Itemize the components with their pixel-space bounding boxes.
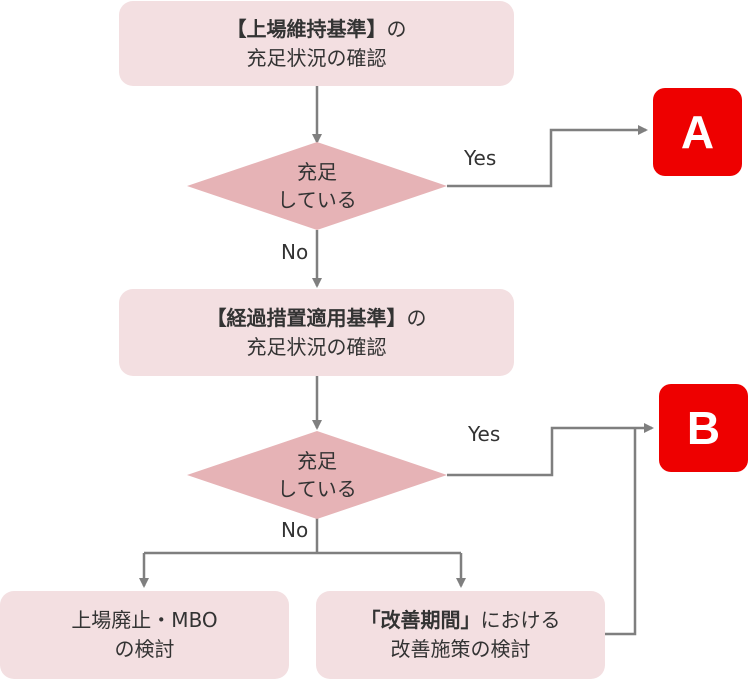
start-box-bold: 【上場維持基準】 xyxy=(226,16,387,41)
arrow-improve-to-b xyxy=(605,428,637,636)
decision1-diamond xyxy=(187,142,447,230)
improve-box-suffix: における xyxy=(480,608,561,632)
decision2-no-label: No xyxy=(281,518,309,542)
arrow-decision1-yes-to-a xyxy=(447,125,648,188)
delist-box: 上場廃止・MBO の検討 xyxy=(0,591,289,679)
arrow-decision2-yes-to-b xyxy=(447,423,654,477)
start-box-line2: 充足状況の確認 xyxy=(246,45,387,70)
transition-box-line2: 充足状況の確認 xyxy=(246,334,387,359)
improve-box-bold: 「改善期間」 xyxy=(360,608,481,632)
decision2-diamond xyxy=(187,431,447,519)
outcome-b-badge: B xyxy=(659,384,748,472)
improve-box-line2: 改善施策の検討 xyxy=(390,637,531,661)
decision1-line2: している xyxy=(277,188,357,212)
outcome-a-badge: A xyxy=(653,88,742,176)
start-box-suffix: の xyxy=(386,16,407,41)
decision2-line1: 充足 xyxy=(297,449,337,473)
transition-box-bold: 【経過措置適用基準】 xyxy=(206,305,407,330)
improve-box: 「改善期間」における 改善施策の検討 xyxy=(316,591,605,679)
decision1-no-label: No xyxy=(281,240,309,264)
decision2-text: 充足 している xyxy=(247,447,387,503)
transition-box-suffix: の xyxy=(406,305,427,330)
decision1-text: 充足 している xyxy=(247,158,387,214)
delist-box-line1: 上場廃止・MBO xyxy=(71,608,218,632)
delist-box-line2: の検討 xyxy=(114,637,175,661)
start-box: 【上場維持基準】の 充足状況の確認 xyxy=(119,1,514,86)
decision2-line2: している xyxy=(277,477,357,501)
decision1-line1: 充足 xyxy=(297,160,337,184)
decision2-yes-label: Yes xyxy=(468,422,501,446)
decision1-yes-label: Yes xyxy=(464,146,497,170)
transition-box: 【経過措置適用基準】の 充足状況の確認 xyxy=(119,289,514,376)
